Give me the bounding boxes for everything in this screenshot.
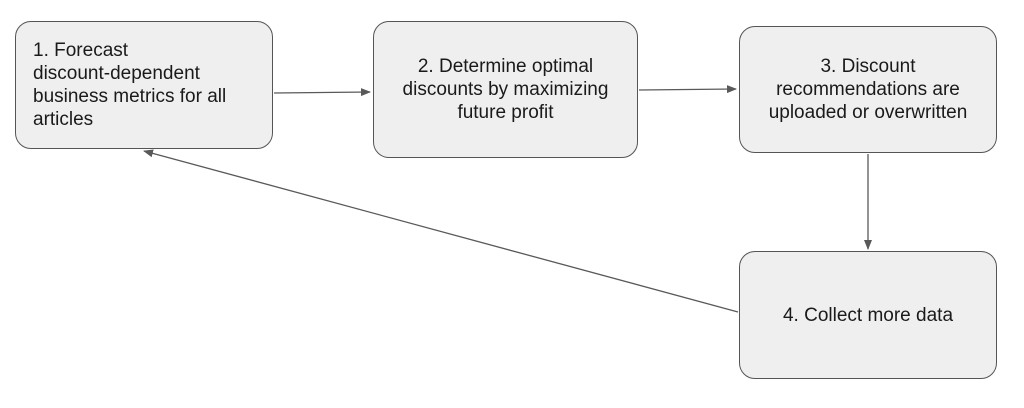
arrow-step-1-to-step-2 bbox=[273, 88, 371, 97]
step-2-label: 2. Determine optimal discounts by maximi… bbox=[402, 56, 609, 123]
step-2-optimize-box: 2. Determine optimal discounts by maximi… bbox=[373, 21, 638, 158]
step-3-label: 3. Discount recommendations are uploaded… bbox=[768, 56, 968, 123]
step-4-collect-box: 4. Collect more data bbox=[739, 251, 997, 379]
step-3-upload-box: 3. Discount recommendations are uploaded… bbox=[739, 26, 997, 153]
step-4-label: 4. Collect more data bbox=[782, 304, 954, 326]
arrow-step-4-to-step-1 bbox=[143, 149, 739, 313]
arrow-step-2-to-step-3 bbox=[638, 85, 737, 94]
step-1-label: 1. Forecast discount-dependent business … bbox=[33, 40, 227, 130]
step-1-forecast-box: 1. Forecast discount-dependent business … bbox=[15, 21, 273, 149]
